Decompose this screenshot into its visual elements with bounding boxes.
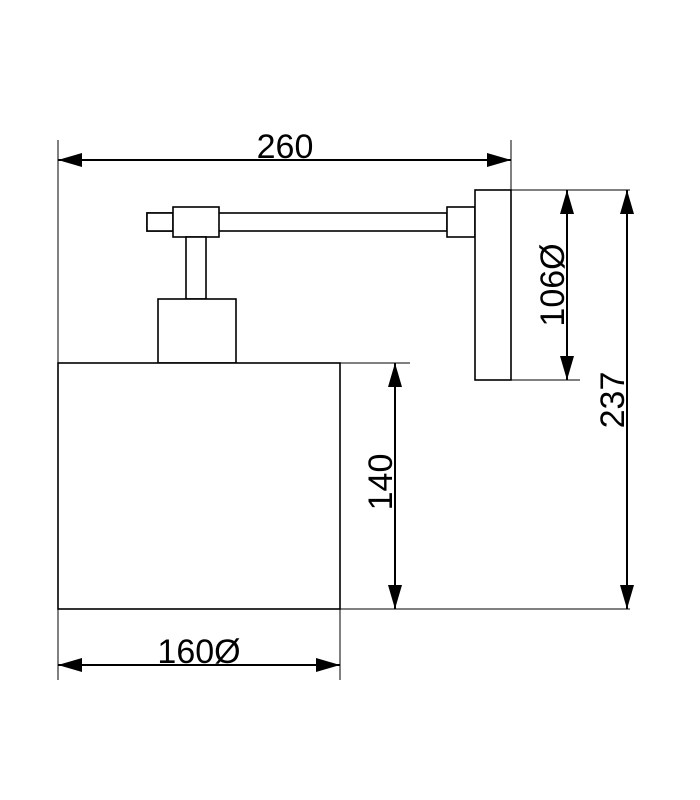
lamp-holder	[157, 298, 237, 364]
arm-slider	[172, 206, 220, 238]
arm-end-cap	[146, 212, 174, 232]
wall-lamp-outline	[57, 189, 512, 610]
backplate-diameter-label: 106Ø	[534, 243, 572, 326]
arm-mount-joint	[446, 206, 476, 238]
overall-width-label: 260	[257, 128, 314, 166]
dimension-shade-height: 140	[362, 363, 402, 609]
dimension-overall-height: 237	[594, 190, 634, 609]
lamp-shade	[57, 362, 341, 610]
shade-height-label: 140	[362, 454, 400, 511]
dimension-overall-width: 260	[58, 128, 511, 167]
dimension-backplate-diameter: 106Ø	[534, 190, 574, 380]
stem	[185, 236, 207, 300]
dimension-shade-diameter: 160Ø	[58, 633, 340, 672]
wall-backplate	[474, 189, 512, 381]
extension-lines	[57, 140, 630, 680]
overall-height-label: 237	[594, 372, 632, 429]
shade-diameter-label: 160Ø	[157, 633, 240, 671]
